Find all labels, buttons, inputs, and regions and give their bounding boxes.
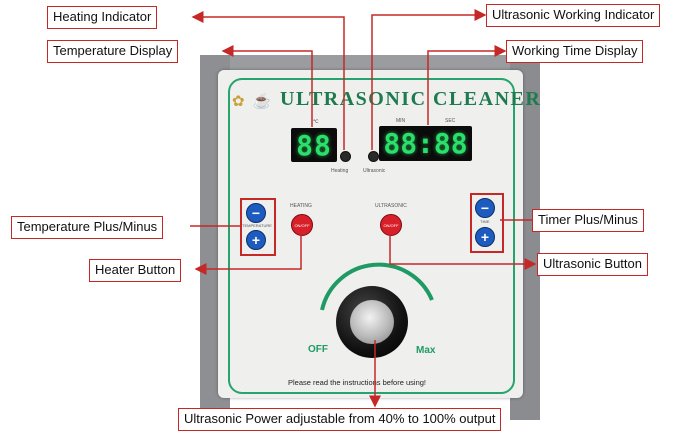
heating-indicator-led xyxy=(340,151,351,162)
ultrasonic-led-label: Ultrasonic xyxy=(363,168,386,174)
timer-keys-label: TIME xyxy=(480,219,490,224)
temperature-keys-highlight xyxy=(240,198,276,256)
ultrasonic-indicator-led xyxy=(368,151,379,162)
device-title: ULTRASONIC CLEANER xyxy=(280,88,542,110)
temperature-display: 88 xyxy=(291,128,337,162)
heater-button[interactable]: ON/OFF xyxy=(291,214,313,236)
callout-heater-button: Heater Button xyxy=(89,259,182,282)
temperature-minus-button[interactable]: − xyxy=(246,203,266,223)
ultrasonic-button[interactable]: ON/OFF xyxy=(380,214,402,236)
ultrasonic-button-label: ULTRASONIC xyxy=(375,203,407,209)
working-time-display: 88:88 xyxy=(379,126,472,161)
heating-led-label: Heating xyxy=(331,168,349,174)
temp-unit-label: ℃ xyxy=(313,119,319,125)
timer-keys-highlight xyxy=(470,193,504,253)
temperature-keys-label: TEMPERATURE xyxy=(242,223,272,228)
timer-plus-button[interactable]: + xyxy=(475,227,495,247)
callout-working-time-display: Working Time Display xyxy=(506,40,644,63)
dial-off-label: OFF xyxy=(308,344,328,355)
timer-minus-button[interactable]: − xyxy=(475,198,495,218)
dial-max-label: Max xyxy=(416,345,436,356)
brand-logo-icon: ✿ ☕ xyxy=(232,93,274,110)
callout-heating-indicator: Heating Indicator xyxy=(47,6,158,29)
power-knob-cap xyxy=(350,300,394,344)
callout-ultrasonic-working-indicator: Ultrasonic Working Indicator xyxy=(486,4,661,27)
time-unit-min: MIN xyxy=(396,118,406,124)
temperature-plus-button[interactable]: + xyxy=(246,230,266,250)
callout-temperature-display: Temperature Display xyxy=(47,40,179,63)
callout-power-adjust: Ultrasonic Power adjustable from 40% to … xyxy=(178,408,502,431)
heating-button-label: HEATING xyxy=(290,203,312,209)
callout-timer-plus-minus: Timer Plus/Minus xyxy=(532,209,644,232)
callout-ultrasonic-button: Ultrasonic Button xyxy=(537,253,648,276)
callout-temperature-plus-minus: Temperature Plus/Minus xyxy=(11,216,164,239)
time-unit-sec: SEC xyxy=(445,118,456,124)
footer-note: Please read the instructions before usin… xyxy=(288,378,426,387)
